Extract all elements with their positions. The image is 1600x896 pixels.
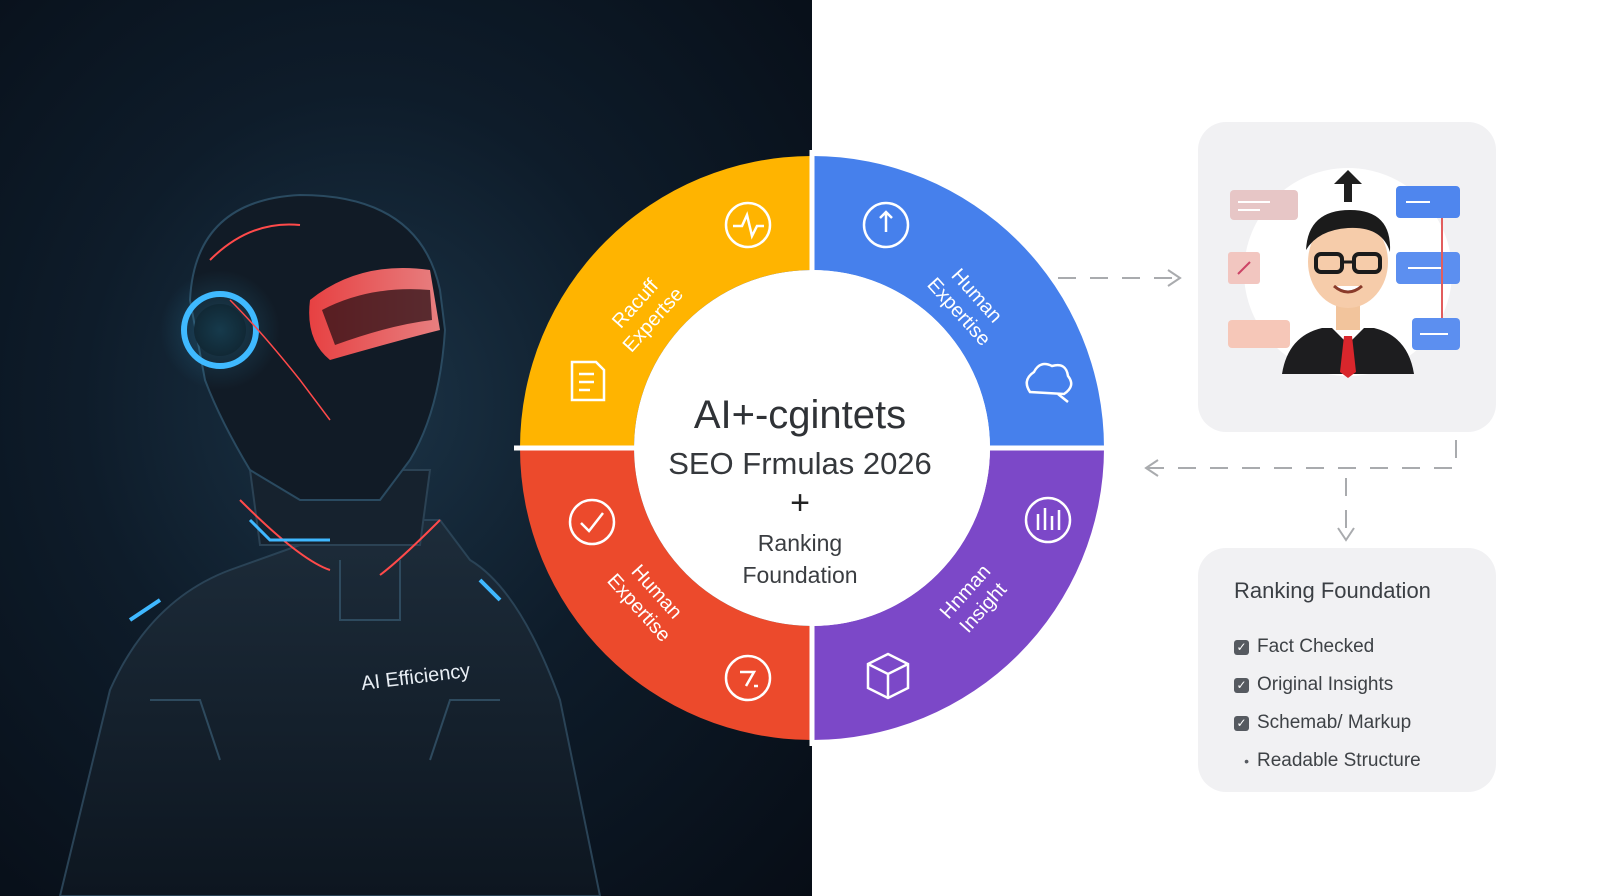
segment-bottom-right <box>812 448 1104 740</box>
list-item: ✓ Schemab/ Markup <box>1234 704 1421 742</box>
ring-diagram: Racuff Expertse Human Expertise Human Ex… <box>514 150 1110 746</box>
bullet-icon: • <box>1244 753 1249 769</box>
list-item-label: Schemab/ Markup <box>1257 712 1412 733</box>
arrowheads <box>1144 269 1355 542</box>
flow-connectors <box>1058 277 1457 534</box>
checkbox-icon: ✓ <box>1234 639 1249 655</box>
robot-torso <box>58 519 602 896</box>
list-item-label: Readable Structure <box>1257 750 1421 771</box>
ranking-foundation-card: Ranking Foundation ✓ Fact Checked ✓ Orig… <box>1198 548 1496 792</box>
foundation-title: Ranking Foundation <box>1234 578 1431 603</box>
list-item: ✓ Original Insights <box>1234 666 1421 704</box>
chart-icon <box>1024 496 1072 544</box>
list-item-label: Fact Checked <box>1257 636 1375 657</box>
checkbox-icon: ✓ <box>1234 677 1249 693</box>
arrow-up-icon <box>1334 170 1362 202</box>
refresh-icon <box>862 201 910 249</box>
cloud-icon <box>1025 362 1073 403</box>
checkbox-icon: ✓ <box>1234 715 1249 731</box>
expert-avatar-icon <box>1228 168 1460 378</box>
segment-bottom-left <box>520 448 812 740</box>
check-circle-icon <box>568 498 616 546</box>
foundation-checklist: ✓ Fact Checked ✓ Original Insights ✓ Sch… <box>1234 628 1421 780</box>
robot-figure: AI Efficiency <box>58 193 602 896</box>
list-item: • Readable Structure <box>1234 742 1421 780</box>
cube-icon <box>866 652 910 700</box>
expert-card <box>1198 122 1496 432</box>
activity-icon <box>724 201 772 249</box>
refresh-icon <box>724 654 772 702</box>
list-item: ✓ Fact Checked <box>1234 628 1421 666</box>
list-item-label: Original Insights <box>1257 674 1394 695</box>
document-icon <box>570 360 606 402</box>
